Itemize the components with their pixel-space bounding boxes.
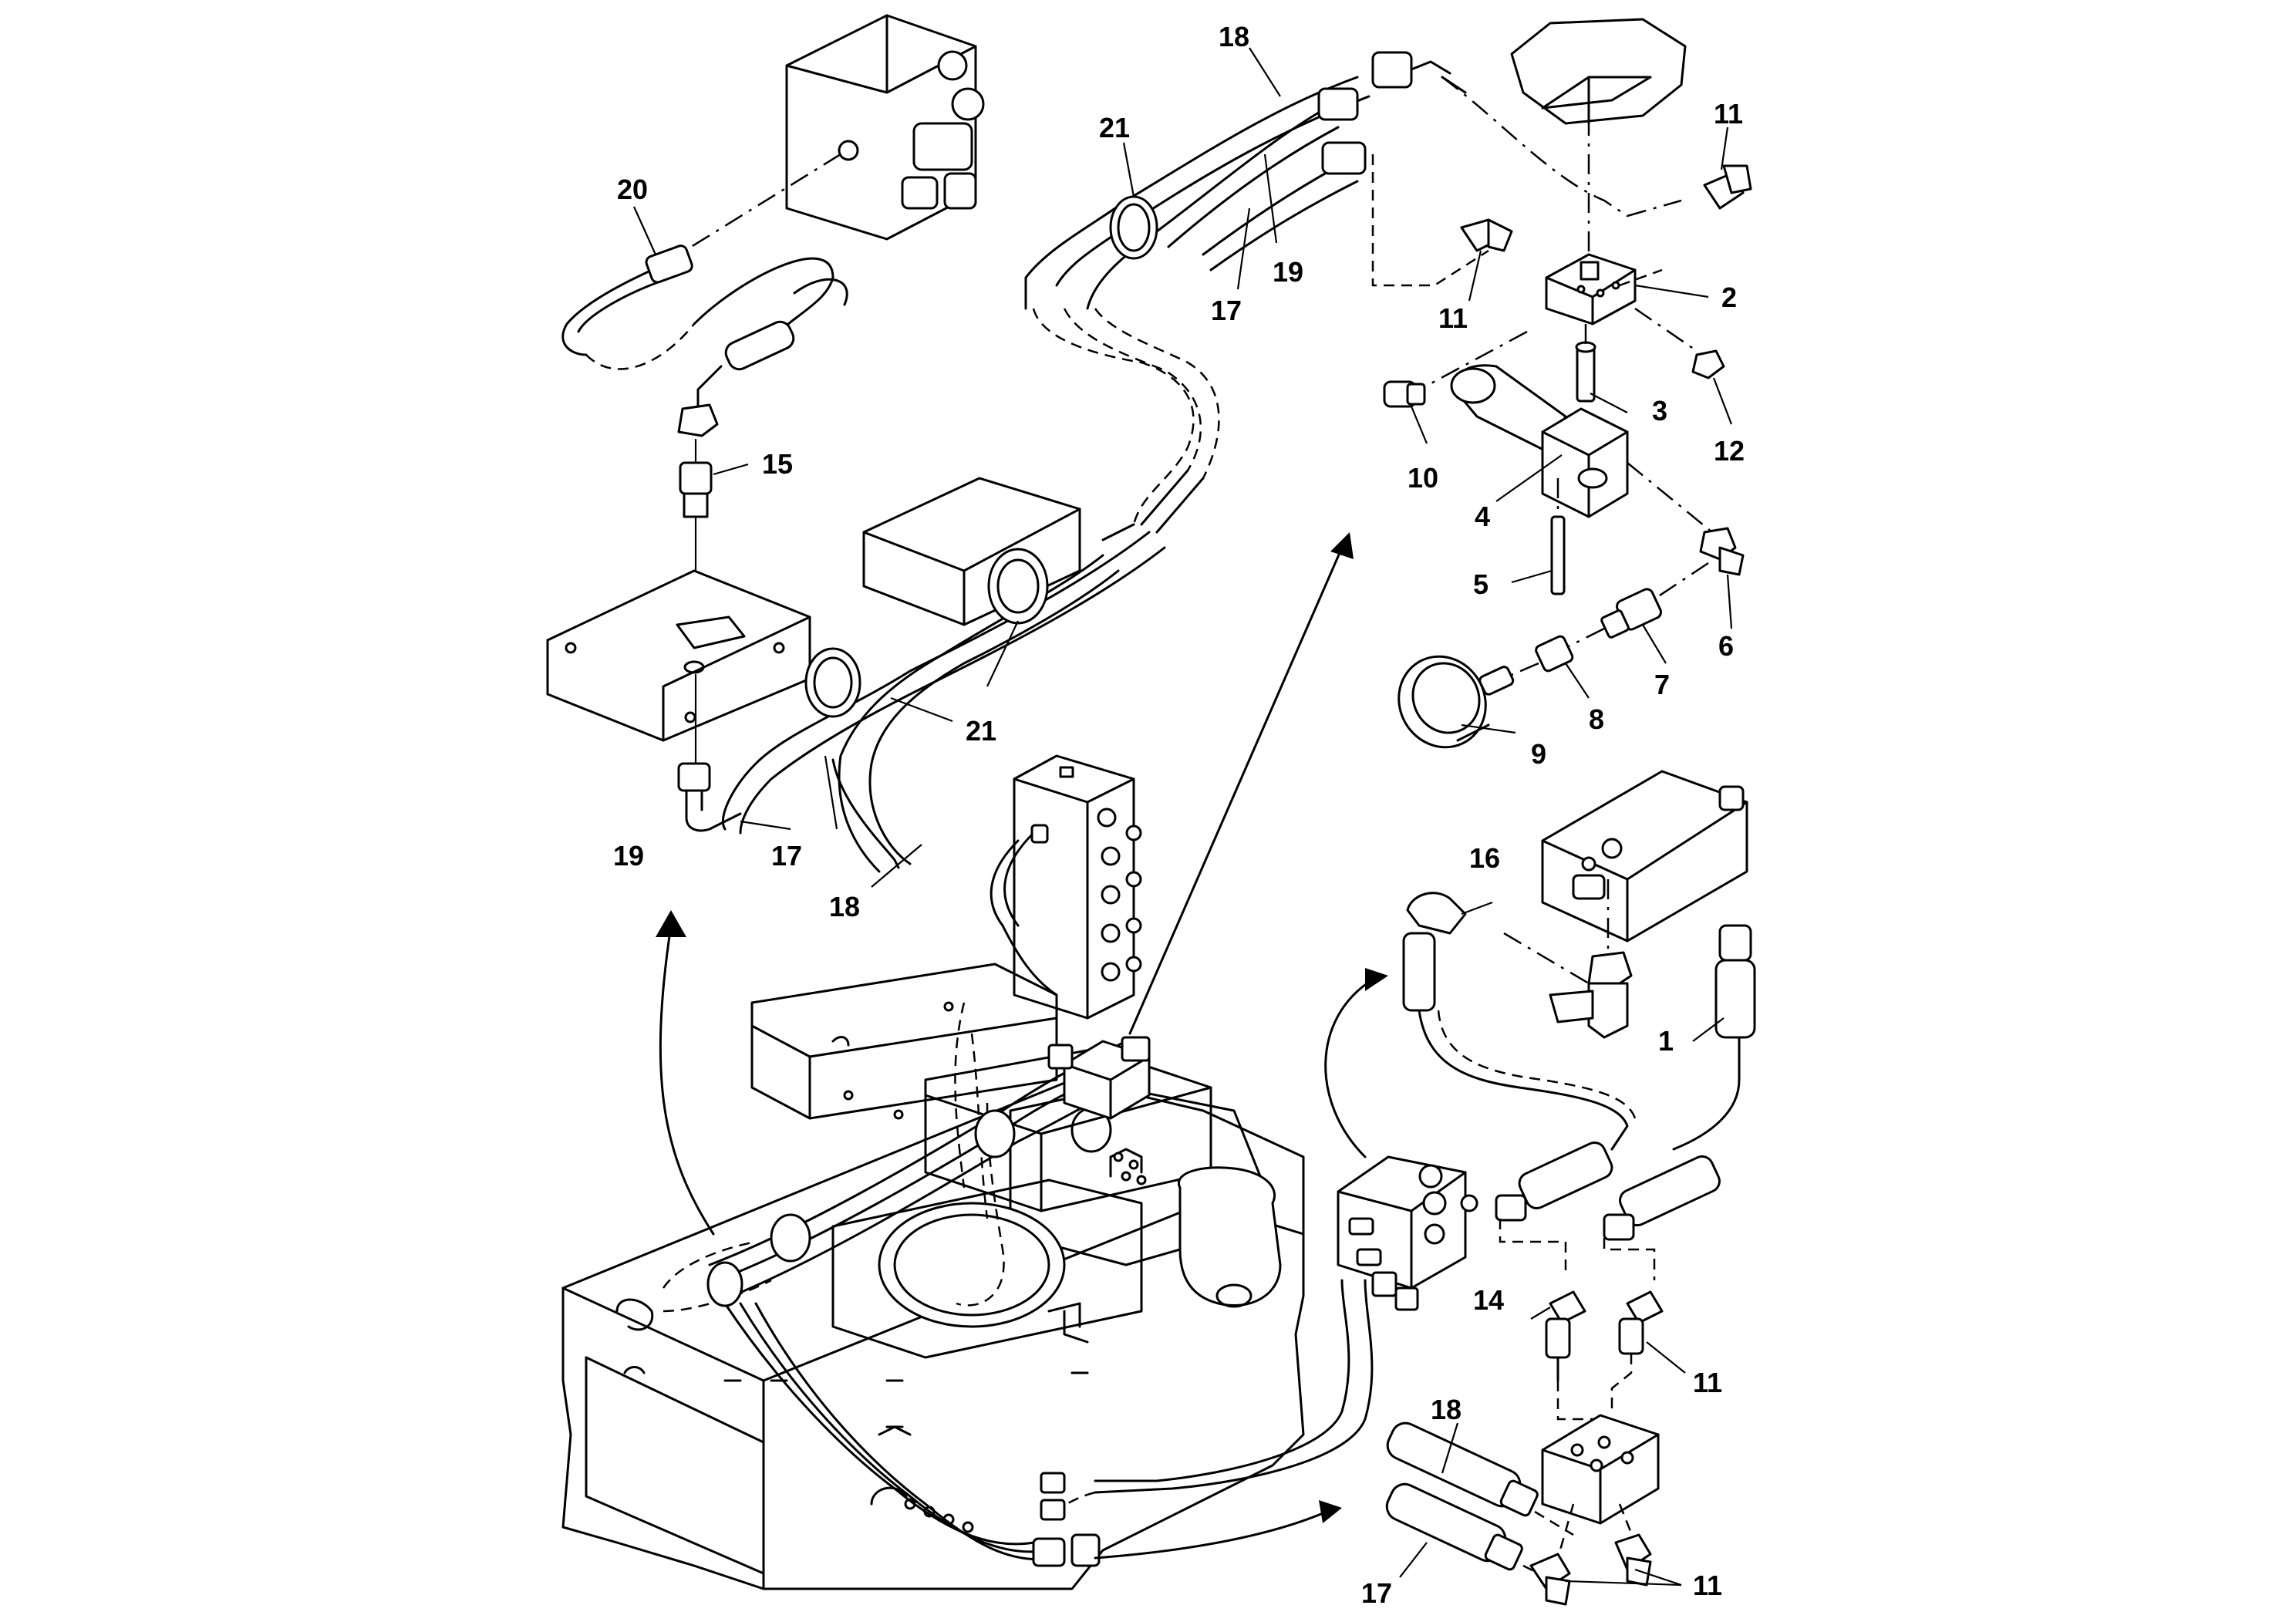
callout-17-top: 17 <box>1211 295 1242 326</box>
filter-housing-4 <box>1450 364 1629 518</box>
callout-18-top: 18 <box>1219 21 1249 52</box>
centerline-17-bot <box>1522 1564 1539 1575</box>
hose-bundle-middle <box>721 531 1166 873</box>
centerline-6 <box>1627 462 1713 533</box>
valve-stack-right <box>1337 1155 1478 1311</box>
chassis-assembly <box>561 963 1305 1590</box>
elbow-11-low <box>1618 1290 1664 1355</box>
fittings-center-chassis <box>1047 1036 1151 1120</box>
hose-1 <box>1714 924 1756 1081</box>
elbow-14 <box>1545 1290 1586 1382</box>
hose-valve-down <box>1094 1279 1350 1482</box>
fittings-chassis-bottom <box>1032 1472 1101 1567</box>
adapter-7 <box>1600 588 1662 639</box>
callout-11-top-right: 11 <box>1714 98 1743 130</box>
callout-7: 7 <box>1654 669 1670 700</box>
routing-11-mid <box>1371 154 1489 287</box>
bolt-3 <box>1575 341 1596 403</box>
hose-16-run-dashed <box>1437 1010 1637 1119</box>
callout-9: 9 <box>1531 738 1546 770</box>
valve-box-middle <box>862 477 1081 626</box>
callout-6: 6 <box>1718 630 1734 662</box>
callout-17-bottom: 17 <box>1361 1577 1392 1609</box>
callout-5: 5 <box>1473 568 1489 600</box>
centerline-18-bot <box>1534 1510 1574 1536</box>
callout-2: 2 <box>1721 282 1737 313</box>
filter-cap <box>1510 18 1687 125</box>
callout-21-top: 21 <box>1099 112 1130 143</box>
flow-arrow-bottom <box>1094 1500 1342 1560</box>
routing-14-down <box>1556 1381 1596 1421</box>
plug-10 <box>1383 380 1426 408</box>
gauge-9 <box>1397 655 1515 749</box>
hose-end-top <box>1441 76 1467 94</box>
routing-11-down <box>1610 1354 1633 1411</box>
callout-21-mid: 21 <box>966 715 996 747</box>
callout-4: 4 <box>1475 501 1490 532</box>
routing-11-low <box>1603 1238 1656 1280</box>
callout-17-left: 17 <box>771 840 802 872</box>
callout-16: 16 <box>1469 842 1500 874</box>
centerline-11-tr <box>1441 76 1682 218</box>
callout-19-left: 19 <box>613 840 644 872</box>
callout-11-bottom: 11 <box>1693 1570 1722 1601</box>
manifold-block-2 <box>1545 253 1637 325</box>
fitting-15 <box>677 403 719 572</box>
fitting-19-left <box>677 762 742 832</box>
centerline-8 <box>1565 627 1605 649</box>
adapter-8 <box>1535 635 1574 673</box>
flow-arrow-center <box>1128 532 1354 1035</box>
callout-10: 10 <box>1408 462 1438 494</box>
centerline-20 <box>678 153 841 256</box>
plug-12 <box>1691 349 1725 379</box>
valve-block-right <box>1541 770 1748 943</box>
elbow-11-mid <box>1460 218 1513 252</box>
flow-arrow-left <box>656 910 715 1236</box>
callout-8: 8 <box>1589 703 1604 735</box>
valve-block-top-left <box>785 14 985 241</box>
callout-1: 1 <box>1658 1025 1674 1057</box>
mounting-plate <box>546 569 811 773</box>
callout-18-left: 18 <box>829 891 860 922</box>
hose-bundle-top <box>1024 51 1451 310</box>
manifold-column <box>990 754 1142 1020</box>
flow-arrow-right-mid <box>1324 968 1388 1158</box>
hose-20 <box>561 244 848 410</box>
callout-14: 14 <box>1473 1284 1504 1316</box>
hose-ends-lower-right <box>1495 1141 1721 1241</box>
centerline-10 <box>1426 330 1528 387</box>
callout-labels: 18 21 20 11 2 11 19 17 3 12 15 10 4 5 6 … <box>613 21 1745 1609</box>
hose-16-run <box>1418 1009 1629 1151</box>
bolt-5 <box>1550 478 1566 595</box>
centerline-7 <box>1650 561 1709 603</box>
centerline-9 <box>1511 662 1539 676</box>
callout-11-low: 11 <box>1693 1367 1722 1398</box>
tee-fitting <box>1549 951 1633 1039</box>
callout-15: 15 <box>762 448 793 480</box>
hose-valve-down-2 <box>1094 1279 1374 1494</box>
leader-lines <box>632 47 1733 1587</box>
hose-1-run <box>1672 1078 1741 1151</box>
hoses-17-18-bottom <box>1385 1421 1539 1571</box>
routing-14 <box>1499 1219 1567 1273</box>
callout-3: 3 <box>1652 395 1667 427</box>
callout-20: 20 <box>617 174 648 205</box>
centerline-16 <box>1503 932 1590 985</box>
centerline-block-right <box>1619 268 1663 287</box>
elbow-16 <box>1402 892 1467 1012</box>
callout-19-top: 19 <box>1273 256 1303 288</box>
callout-11-mid: 11 <box>1438 302 1468 334</box>
elbow-6 <box>1699 527 1745 576</box>
hose-routing-dashed-top <box>1032 308 1220 541</box>
elbows-11-bot <box>1529 1533 1652 1606</box>
callout-18-bottom: 18 <box>1431 1394 1462 1425</box>
elbow-11-tr <box>1703 164 1752 210</box>
manifold-block-bottom <box>1541 1414 1660 1525</box>
callout-12: 12 <box>1714 435 1745 467</box>
centerline-12 <box>1634 307 1698 352</box>
